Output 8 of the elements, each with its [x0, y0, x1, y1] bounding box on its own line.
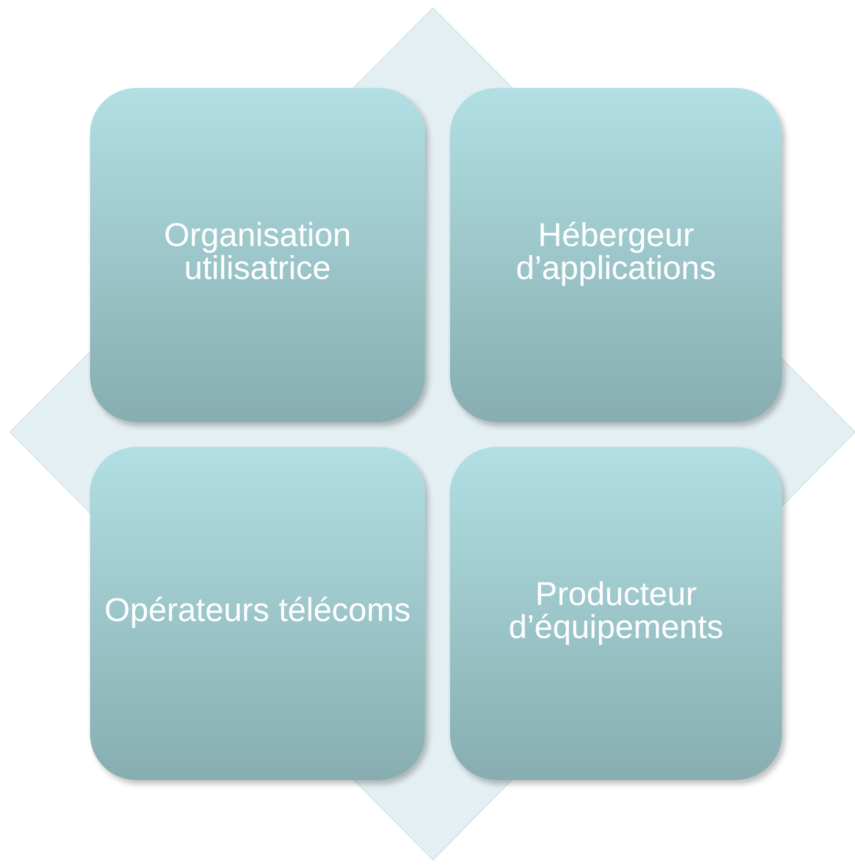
- rounded-box: [450, 88, 782, 422]
- rounded-box: [450, 447, 782, 780]
- box-label: Organisation utilisatrice: [162, 218, 352, 284]
- box-label: Opérateurs télécoms: [104, 593, 411, 626]
- box-label: Hébergeur d’applications: [515, 218, 717, 284]
- rounded-box: [90, 88, 425, 422]
- rounded-box: [90, 447, 425, 780]
- box-label: Producteur d’équipements: [508, 576, 724, 642]
